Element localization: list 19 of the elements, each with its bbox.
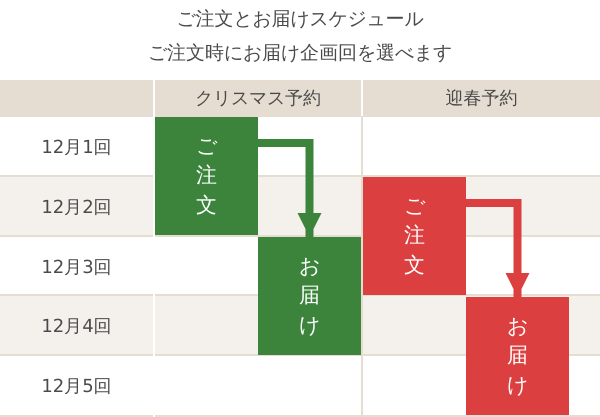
arrow — [258, 139, 322, 237]
column-header: クリスマス予約 — [194, 87, 322, 111]
row-label: 12月3回 — [40, 256, 113, 280]
order-block — [363, 177, 466, 295]
block-label: お届け — [299, 252, 320, 339]
order-block — [155, 117, 258, 235]
row-label: 12月4回 — [40, 314, 113, 338]
delivery-block — [258, 237, 361, 355]
subtitle: ご注文時にお届け企画回を選べます — [147, 41, 453, 66]
title: ご注文とお届けスケジュール — [176, 7, 424, 32]
row-label: 12月1回 — [40, 136, 113, 160]
block-label: ご注文 — [404, 192, 425, 279]
block-label: お届け — [507, 312, 528, 399]
arrow — [466, 199, 530, 297]
row-label: 12月5回 — [40, 374, 113, 398]
row-label: 12月2回 — [40, 196, 113, 220]
column-header: 迎春予約 — [444, 87, 518, 111]
delivery-block — [466, 297, 569, 415]
block-label: ご注文 — [196, 132, 217, 219]
